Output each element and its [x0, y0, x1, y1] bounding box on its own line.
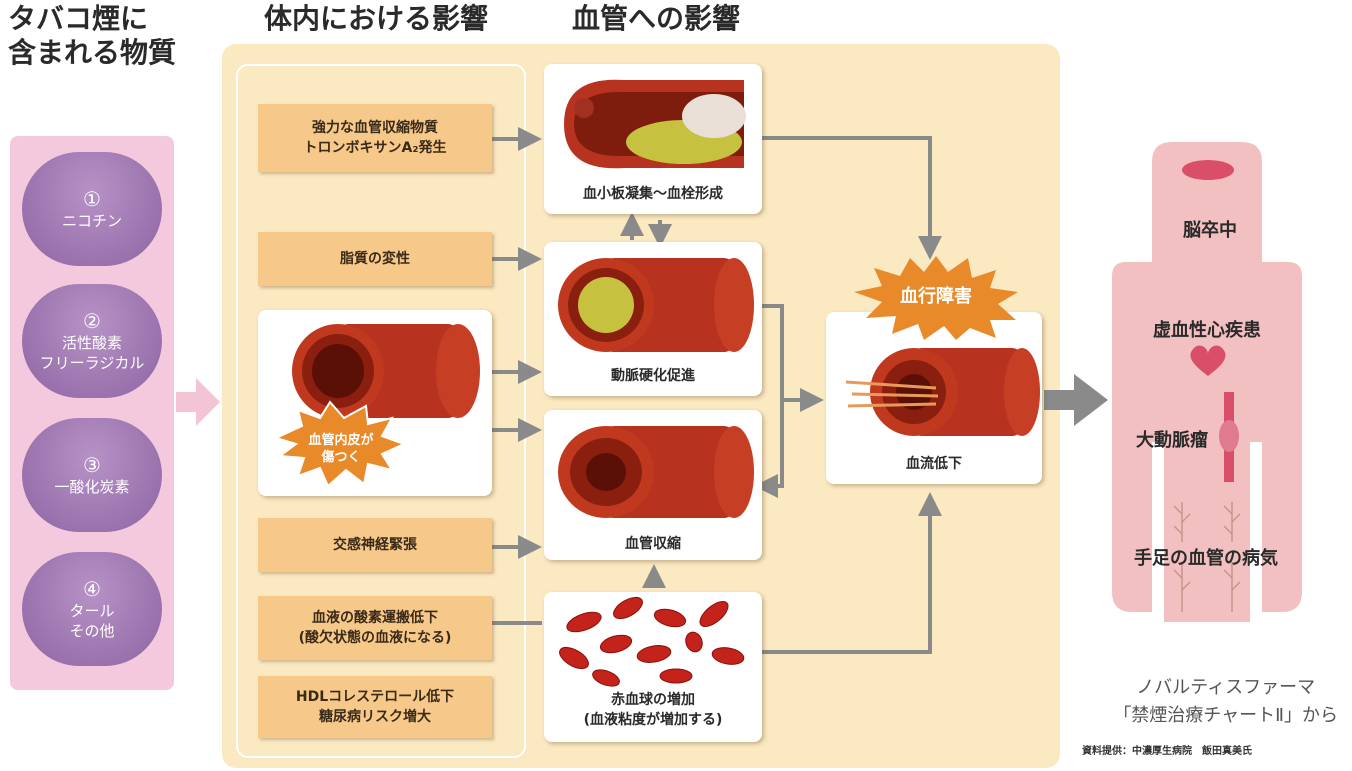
endothelium-card: 血管内皮が 傷つく — [258, 310, 492, 496]
constriction-label: 血管収縮 — [625, 536, 681, 552]
credit-note: 資料提供：中濃厚生病院 飯田真美氏 — [1082, 746, 1252, 757]
circulation-burst — [854, 256, 1018, 340]
substance-panel: ① ニコチン ② 活性酸素 フリーラジカル ③ 一酸化炭素 ④ タール その他 — [10, 136, 174, 690]
vessel-effects-heading: 血管への影響 — [572, 2, 741, 35]
rbc-card: 赤血球の増加 (血液粘度が増加する) — [544, 592, 762, 742]
heart-icon — [1190, 345, 1226, 376]
substance-tar: ④ タール その他 — [22, 552, 162, 666]
effect-sympathetic: 交感神経緊張 — [258, 518, 492, 572]
constriction-card: 血管収縮 — [544, 410, 762, 560]
low-flow-vessel-illustration — [845, 348, 1040, 436]
thrombus-illustration — [564, 79, 746, 169]
substances-heading: タバコ煙に 含まれる物質 — [8, 2, 177, 69]
effect-oxygen: 血液の酸素運搬低下 (酸欠状態の血液になる) — [258, 596, 492, 660]
effect-hdl: HDLコレステロール低下 糖尿病リスク増大 — [258, 676, 492, 738]
body-effects-frame — [236, 64, 526, 758]
rbc-label: 赤血球の増加 (血液粘度が増加する) — [583, 692, 723, 728]
substance-arrow — [176, 378, 220, 426]
substance-nicotine: ① ニコチン — [22, 152, 162, 266]
red-blood-cells-illustration — [559, 596, 745, 687]
effect-lipid: 脂質の変性 — [258, 232, 492, 286]
endothelium-burst-label: 血管内皮が 傷つく — [308, 433, 374, 465]
arterio-label: 動脈硬化促進 — [611, 368, 695, 384]
aneurysm-bulge-icon — [1219, 420, 1239, 452]
damaged-vessel-illustration — [273, 324, 480, 488]
body-effects-heading: 体内における影響 — [264, 2, 489, 35]
substance-carbon-monoxide: ③ 一酸化炭素 — [22, 418, 162, 532]
arrow-platelet-flow — [762, 136, 942, 260]
stroke-label: 脳卒中 — [1183, 220, 1237, 241]
constricted-vessel-illustration — [558, 426, 754, 518]
human-body-illustration — [1112, 142, 1302, 622]
brain-lesion-icon — [1182, 160, 1234, 180]
platelet-card: 血小板凝集～血栓形成 — [544, 64, 762, 214]
source-note: ノバルティスファーマ 「禁煙治療チャートⅡ」から — [1113, 677, 1338, 726]
plaque-vessel-illustration — [558, 258, 754, 352]
effect-thromboxane: 強力な血管収縮物質 トロンボキサンA₂発生 — [258, 104, 492, 172]
arrow-to-body — [1044, 374, 1108, 426]
circulation-burst-label: 血行障害 — [900, 286, 972, 307]
substance-active-oxygen: ② 活性酸素 フリーラジカル — [22, 284, 162, 398]
arrow-rbc-flow — [762, 492, 942, 654]
platelet-label: 血小板凝集～血栓形成 — [583, 186, 723, 202]
limb-vessels-icon — [1173, 502, 1241, 612]
flow-down-label: 血流低下 — [906, 456, 962, 472]
arterio-card: 動脈硬化促進 — [544, 242, 762, 396]
ischemic-label: 虚血性心疾患 — [1153, 320, 1261, 341]
aneurysm-label: 大動脈瘤 — [1136, 430, 1208, 451]
flow-card: 血流低下 — [826, 312, 1042, 484]
bracket-arterio-constrict — [754, 304, 784, 498]
limb-disease-label: 手足の血管の病気 — [1134, 548, 1278, 569]
